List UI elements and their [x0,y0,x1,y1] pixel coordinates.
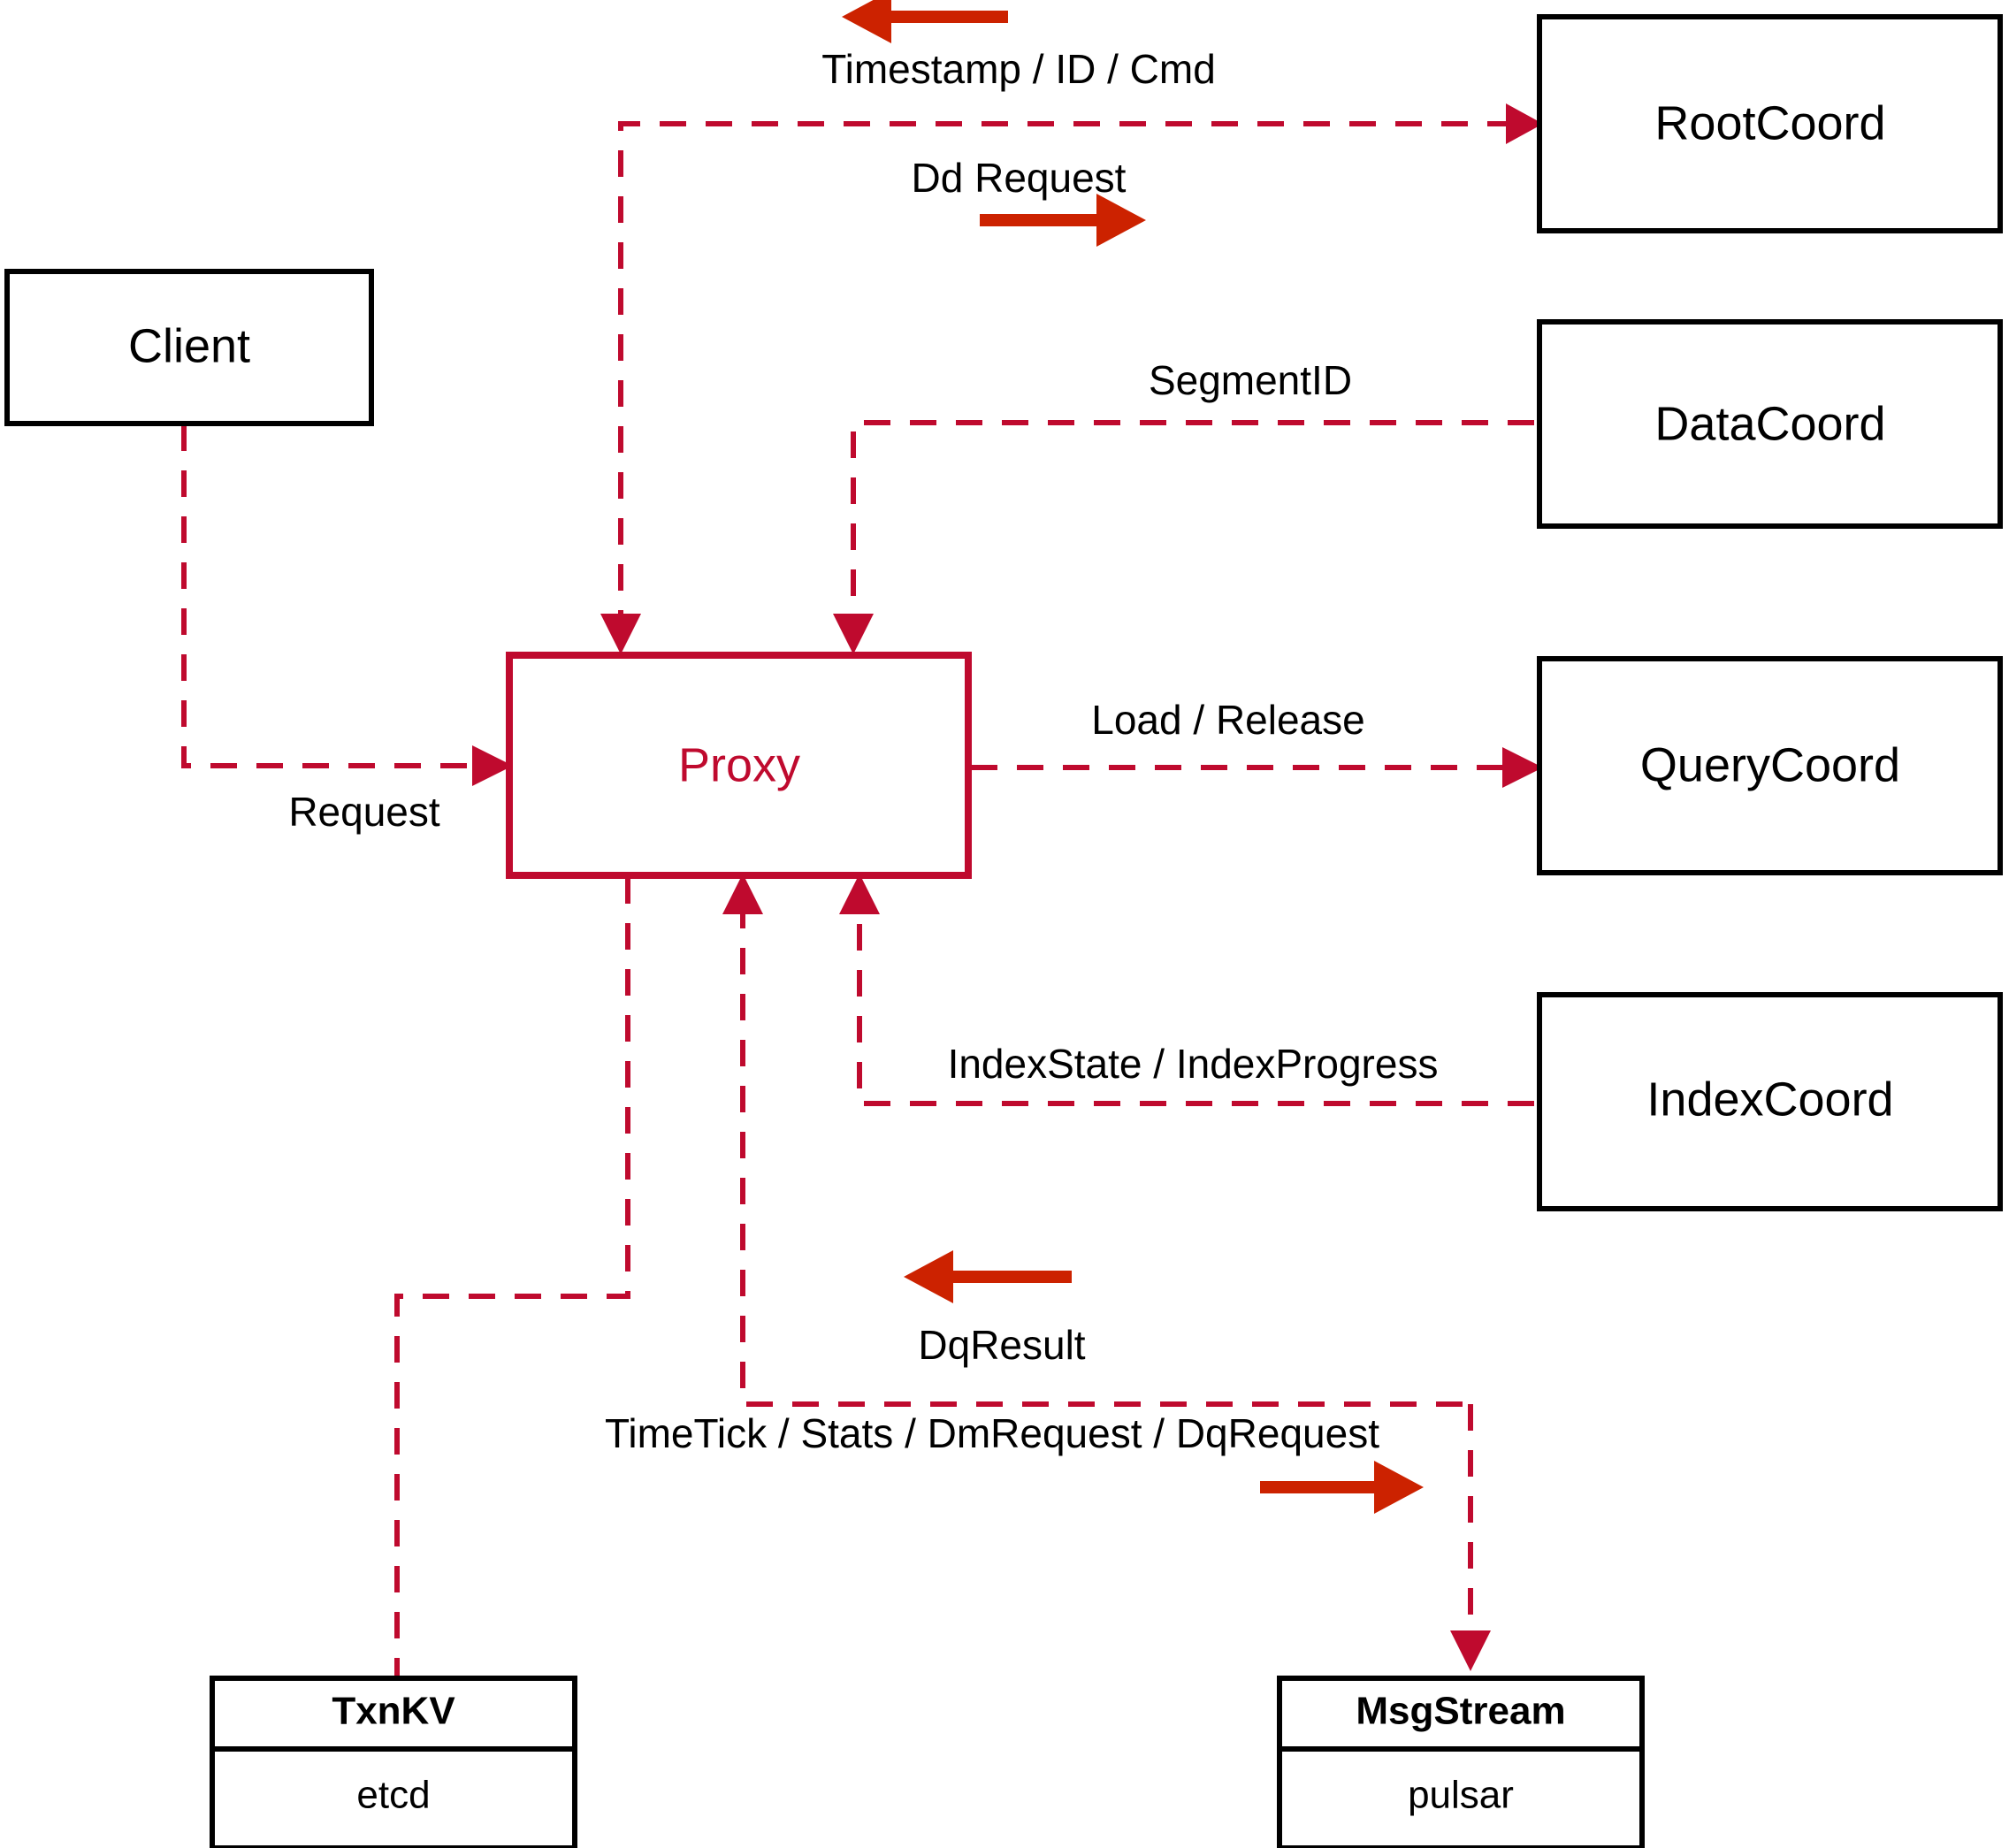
edge-label-dq-result: DqResult [918,1322,1085,1368]
edge-timetick-arrowhead [1450,1630,1491,1671]
edge-request-arrowhead [472,745,513,786]
edge-label-timetick-stats: TimeTick / Stats / DmRequest / DqRequest [605,1410,1379,1456]
edge-label-request: Request [288,789,440,835]
edge-timestamp-arrowhead [600,614,641,654]
edge-dq-result-line [740,902,1470,1407]
node-datacoord-box[interactable] [1537,319,2003,529]
edge-dd-request-line [618,121,1521,637]
edge-segment-id-arrowhead [833,614,874,654]
node-client-label: Client [128,319,250,372]
node-indexcoord-label: IndexCoord [1646,1073,1893,1126]
node-querycoord-box[interactable] [1537,656,2003,875]
direction-arrow-dd-request-head [1096,194,1146,247]
direction-arrow-timetick-head [1374,1461,1424,1514]
node-indexcoord-box[interactable] [1537,992,2003,1211]
edge-dd-request-arrowhead [1506,103,1543,144]
edge-label-index-state-progress: IndexState / IndexProgress [948,1041,1439,1087]
node-rootcoord-label: RootCoord [1654,96,1885,149]
node-msgstream-impl: pulsar [1408,1774,1514,1817]
edge-dq-result-arrowhead [722,874,763,914]
node-client-box[interactable] [4,269,374,426]
node-txnkv-box[interactable] [210,1676,577,1848]
direction-arrow-dqresult-head [904,1250,953,1303]
edge-label-timestamp-id-cmd: Timestamp / ID / Cmd [821,46,1216,92]
node-msgstream-box[interactable] [1277,1676,1645,1848]
direction-arrow-timestamp-head [842,0,891,43]
edge-request-line [181,424,485,768]
edge-label-segment-id: SegmentID [1149,357,1352,403]
edge-load-release-arrowhead [1502,747,1543,788]
node-proxy-label: Proxy [678,738,800,791]
edge-txnkv-line [394,877,630,1680]
node-msgstream-title: MsgStream [1356,1690,1565,1733]
edge-segment-id-line [851,420,1534,632]
edge-index-state-arrowhead [839,874,880,914]
node-rootcoord-box[interactable] [1537,14,2003,233]
edge-label-load-release: Load / Release [1091,697,1364,743]
node-datacoord-label: DataCoord [1654,397,1885,450]
node-txnkv-impl: etcd [356,1774,430,1817]
node-txnkv-title: TxnKV [332,1690,455,1733]
node-proxy-box[interactable] [506,652,972,879]
node-querycoord-label: QueryCoord [1640,738,1900,791]
edge-label-dd-request: Dd Request [912,155,1127,201]
